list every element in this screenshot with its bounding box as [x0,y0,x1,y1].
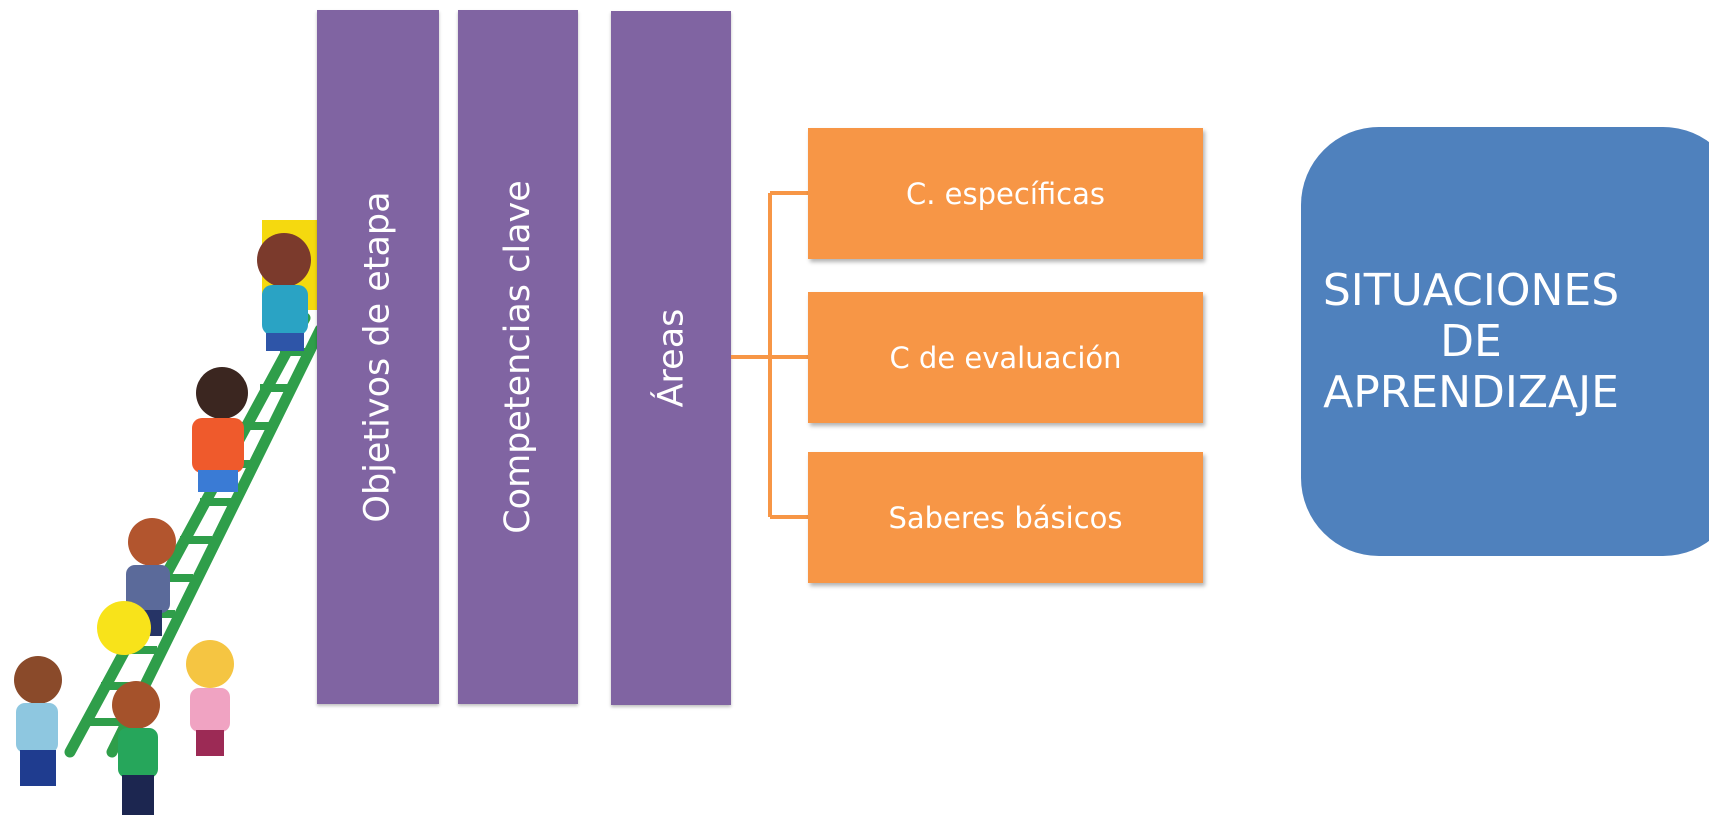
children-climbing-ladder-icon [14,220,326,815]
branch-label: Saberes básicos [888,500,1123,535]
pillar-competencias-clave: Competencias clave [458,10,578,704]
situaciones-de-aprendizaje-box: SITUACIONES DE APRENDIZAJE [1301,127,1709,556]
pillar-objetivos-de-etapa: Objetivos de etapa [317,10,439,704]
pillar-areas: Áreas [611,11,731,705]
result-label: SITUACIONES DE APRENDIZAJE [1323,265,1619,418]
branch-c-de-evaluacion: C de evaluación [808,292,1203,423]
result-line-1: SITUACIONES [1322,264,1620,316]
result-line-3: APRENDIZAJE [1323,367,1619,419]
branch-label: C. específicas [906,176,1105,211]
branch-saberes-basicos: Saberes básicos [808,452,1203,583]
branch-label: C de evaluación [889,340,1122,375]
branch-c-especificas: C. específicas [808,128,1203,259]
result-line-2: DE [1440,315,1502,367]
